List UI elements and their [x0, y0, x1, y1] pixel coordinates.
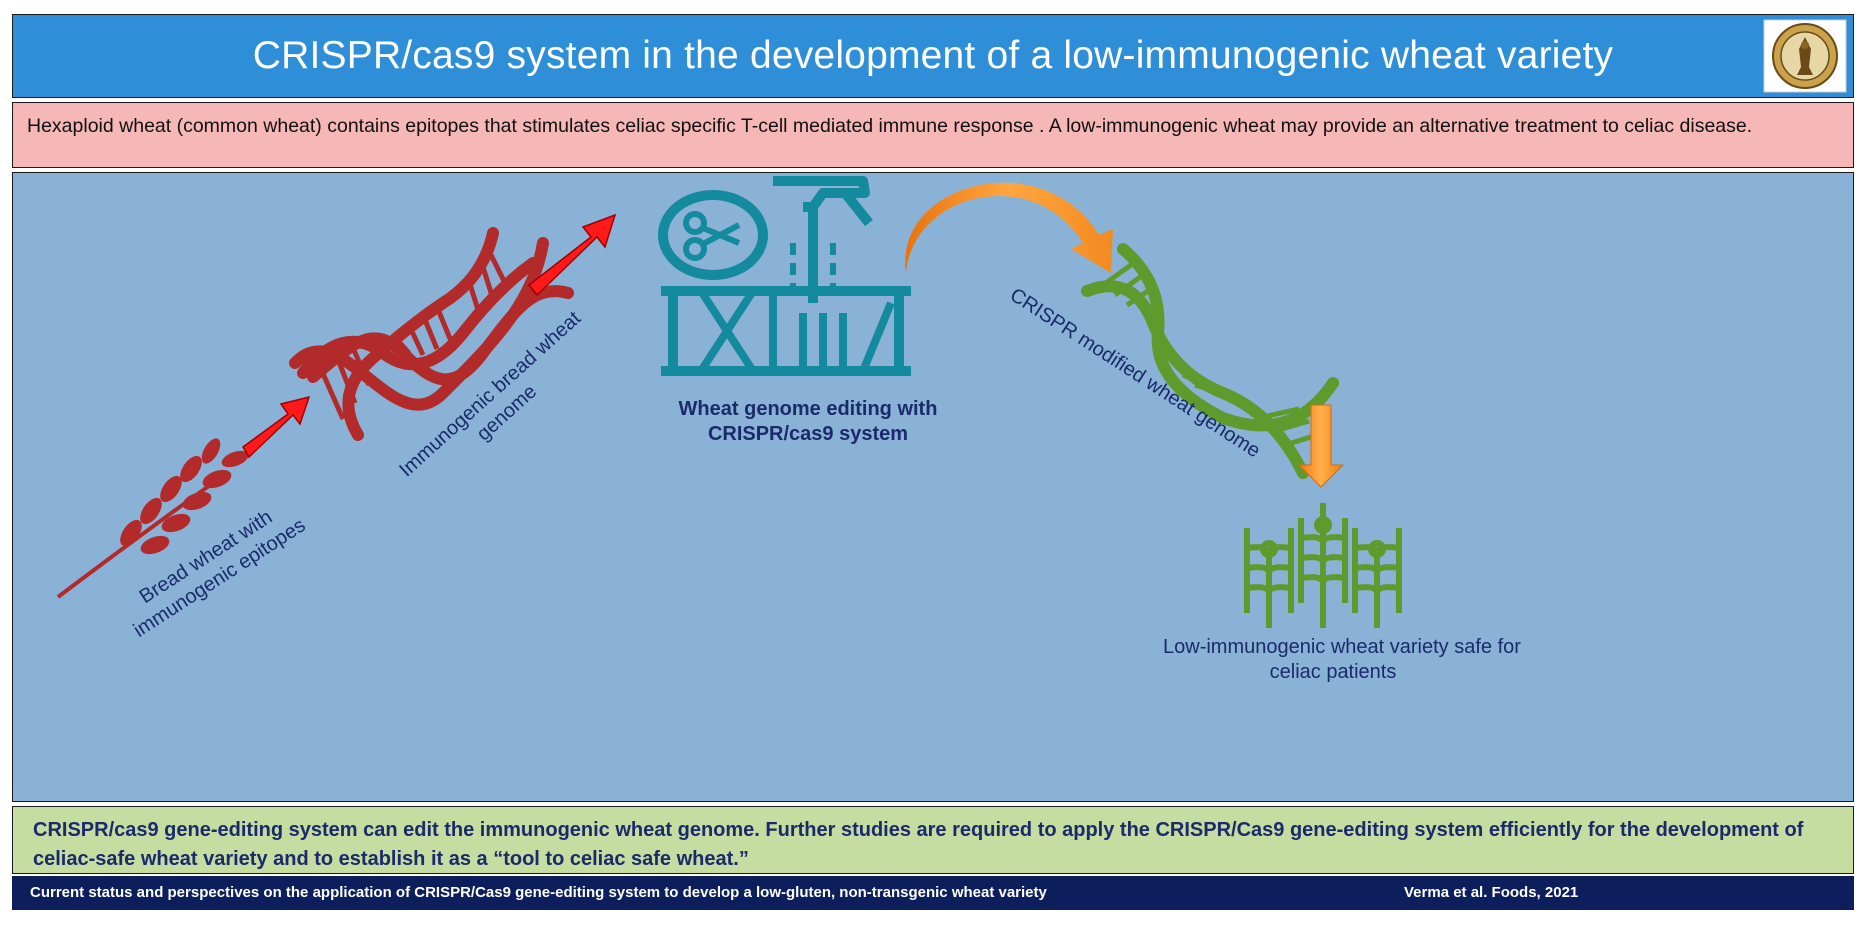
- curved-arrow-to-modified: [905, 182, 1113, 273]
- conclusion-box: CRISPR/cas9 gene-editing system can edit…: [12, 806, 1854, 874]
- wheat-plants-icon: [1244, 503, 1402, 628]
- footer-citation: Current status and perspectives on the a…: [30, 884, 1047, 901]
- label-safe-variety: Low-immunogenic wheat variety safe for c…: [1163, 635, 1521, 685]
- arrow-to-editing: [527, 213, 617, 297]
- label-safe-variety-line2: celiac patients: [1269, 661, 1397, 683]
- arrow-to-genome: [242, 395, 311, 459]
- scissors-dna-editing-icon: [658, 176, 911, 376]
- dna-double-helix-green: [1081, 243, 1339, 479]
- label-genome-editing-line1: Wheat genome editing with: [678, 398, 938, 420]
- diagram-panel: Bread wheat with immunogenic epitopes Im…: [12, 172, 1854, 802]
- label-genome-editing: Wheat genome editing with CRISPR/cas9 sy…: [673, 397, 943, 447]
- university-seal-icon: [1763, 19, 1847, 93]
- dna-double-helix-red: [297, 227, 539, 441]
- footer-bar: Current status and perspectives on the a…: [12, 876, 1854, 910]
- page-title: CRISPR/cas9 system in the development of…: [252, 34, 1614, 77]
- title-bar: CRISPR/cas9 system in the development of…: [12, 14, 1854, 98]
- infographic-frame: CRISPR/cas9 system in the development of…: [12, 14, 1854, 910]
- footer-reference: Verma et al. Foods, 2021: [1404, 884, 1579, 901]
- intro-box: Hexaploid wheat (common wheat) contains …: [12, 102, 1854, 168]
- label-genome-editing-line2: CRISPR/cas9 system: [707, 423, 909, 445]
- workflow-diagram: [56, 176, 1402, 628]
- arrow-down-to-variety: [1297, 404, 1345, 488]
- wheat-branch-icon: [56, 438, 249, 599]
- label-safe-variety-line1: Low-immunogenic wheat variety safe for: [1163, 636, 1521, 658]
